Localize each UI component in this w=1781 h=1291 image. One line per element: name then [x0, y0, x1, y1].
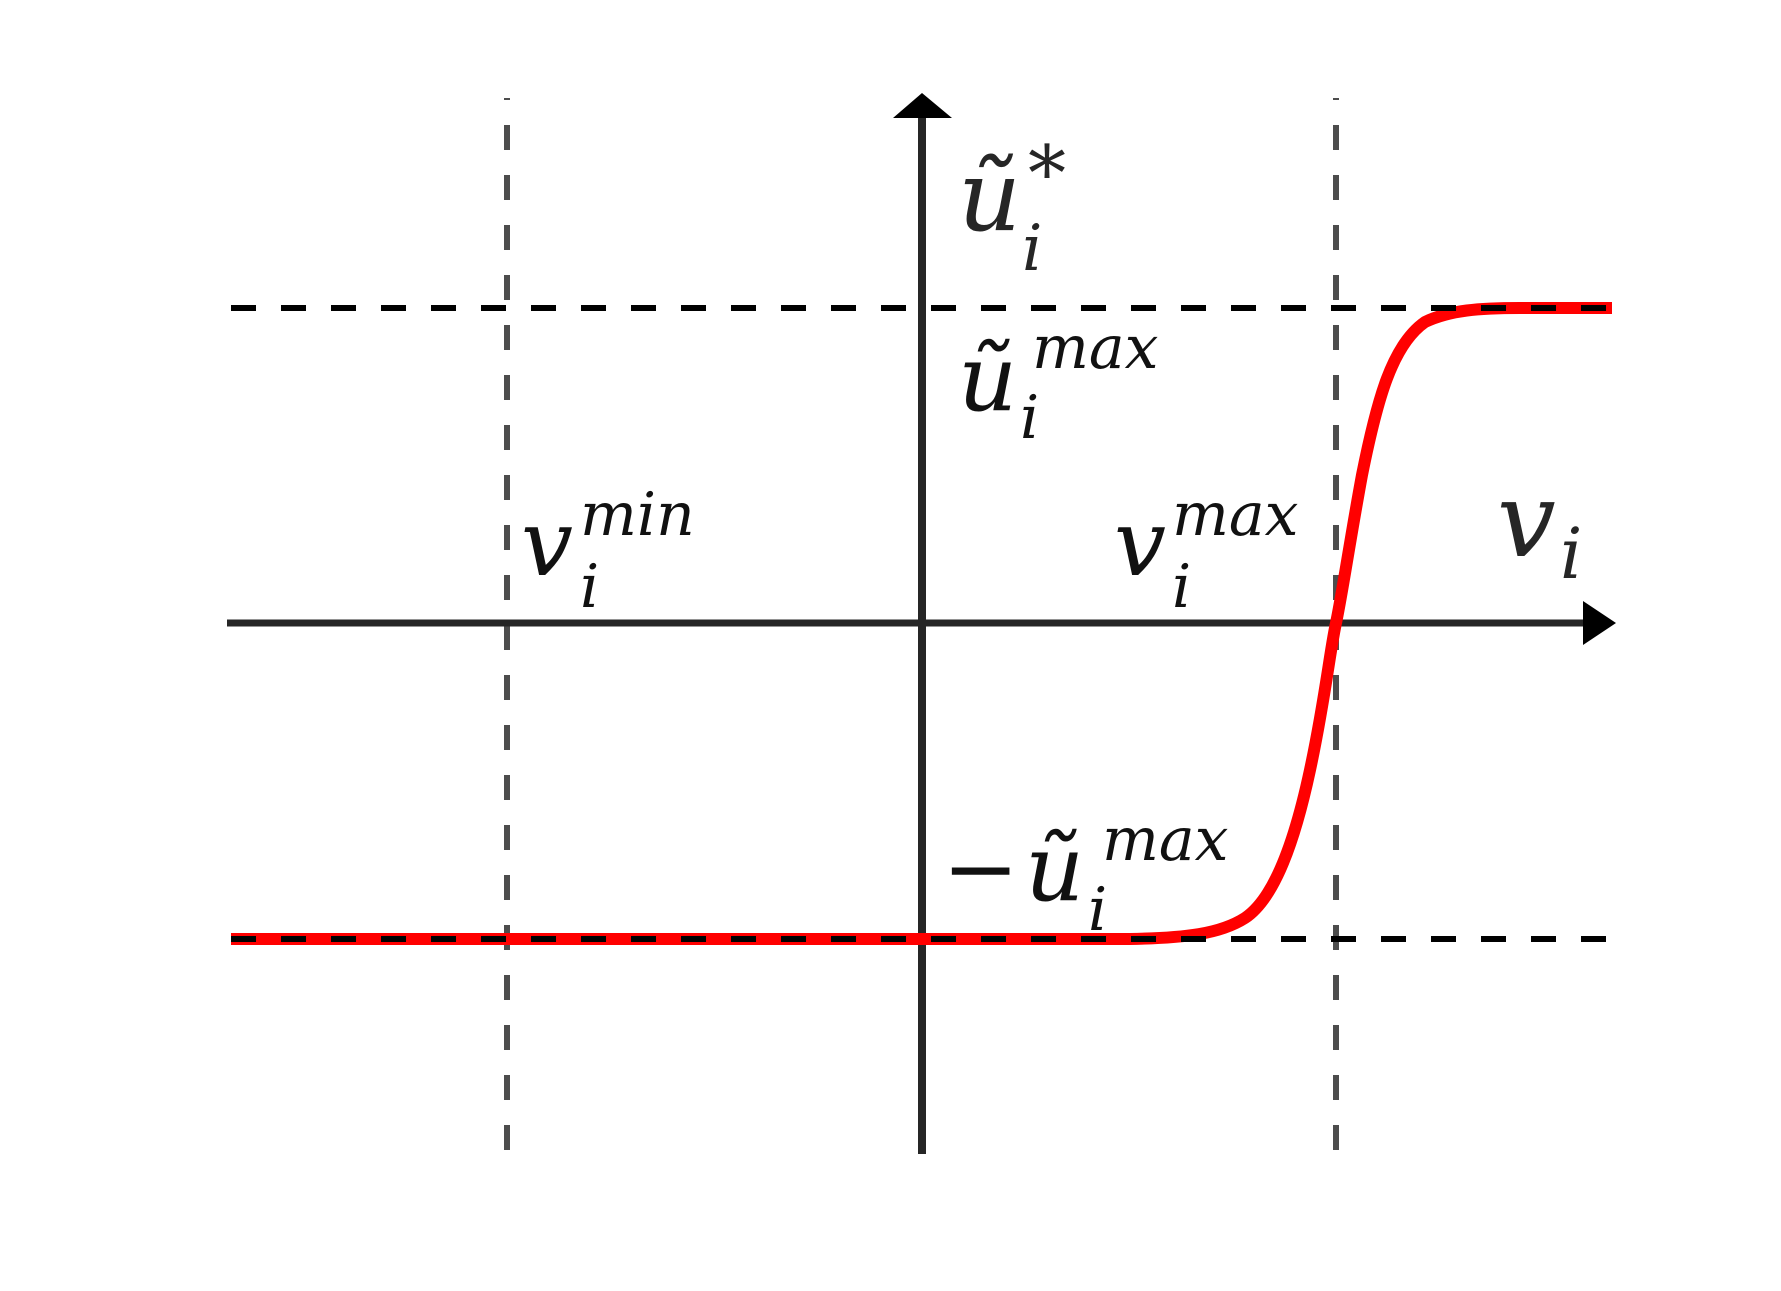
svg-text:v: v	[1114, 490, 1166, 597]
svg-text:max: max	[1102, 805, 1229, 875]
svg-text:i: i	[1022, 212, 1042, 286]
svg-text:i: i	[580, 552, 599, 622]
v-min-label: v i min	[521, 480, 695, 622]
svg-text:max: max	[1032, 313, 1159, 383]
x-axis-label: v i	[1497, 459, 1582, 595]
svg-text:max: max	[1172, 480, 1299, 550]
svg-text:ũ: ũ	[958, 140, 1021, 254]
y-axis-label: ũ i *	[958, 129, 1066, 286]
svg-text:i: i	[1088, 875, 1107, 945]
svg-text:v: v	[521, 490, 573, 597]
x-axis-arrow-icon	[1583, 601, 1616, 645]
v-max-label: v i max	[1114, 480, 1299, 622]
svg-text:−: −	[942, 815, 1019, 922]
svg-text:min: min	[580, 480, 695, 550]
svg-text:i: i	[1172, 552, 1191, 622]
y-axis-arrow-icon	[893, 93, 952, 118]
svg-text:i: i	[1560, 513, 1582, 595]
svg-text:ũ: ũ	[1025, 815, 1084, 922]
svg-text:ũ: ũ	[958, 325, 1017, 432]
u-max-label: ũ i max	[958, 313, 1159, 453]
svg-text:*: *	[1028, 129, 1066, 218]
svg-text:v: v	[1497, 459, 1556, 581]
neg-u-max-label: − ũ i max	[942, 805, 1229, 945]
saturation-curve	[231, 302, 1612, 945]
svg-text:i: i	[1020, 383, 1039, 453]
